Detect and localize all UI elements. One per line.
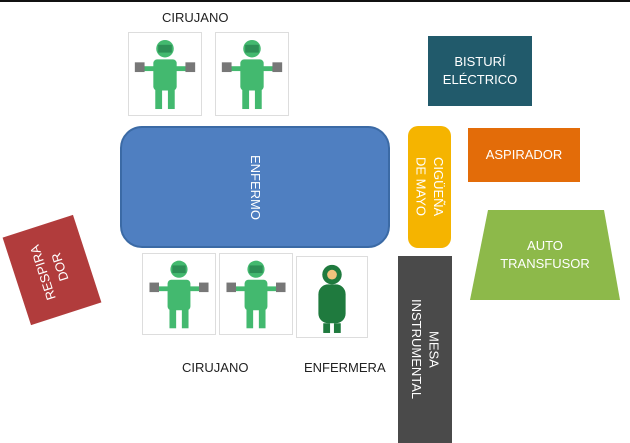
trapezoid-shape <box>470 210 620 300</box>
top-surgeon-right-figure <box>215 32 289 116</box>
mayo-stand-box: CIGÜEÑA DE MAYO <box>408 126 451 248</box>
autotransfusor-shape: AUTO TRANSFUSOR <box>470 210 620 300</box>
surgeon-icon <box>226 260 286 329</box>
respirator-box: RESPIRA DOR <box>2 214 102 326</box>
mayo-stand-label: CIGÜEÑA DE MAYO <box>413 157 447 217</box>
top-surgeon-left-figure <box>128 32 202 116</box>
nurse-label: ENFERMERA <box>304 360 386 375</box>
electric-scalpel-box: BISTURÍ ELÉCTRICO <box>428 36 532 106</box>
bottom-surgeon-right-figure <box>219 253 293 335</box>
autotransfusor-label: AUTO TRANSFUSOR <box>500 238 590 271</box>
patient-label: ENFERMO <box>247 154 263 220</box>
bottom-surgeon-label: CIRUJANO <box>182 360 249 375</box>
aspirator-box: ASPIRADOR <box>468 128 580 182</box>
respirator-label: RESPIRA DOR <box>27 243 72 303</box>
bottom-surgeon-left-figure <box>142 253 216 335</box>
nurse-icon <box>318 264 346 333</box>
instrument-table-label: MESA INSTRUMENTAL <box>409 299 442 400</box>
patient-bed: ENFERMO <box>120 126 390 248</box>
aspirator-label: ASPIRADOR <box>485 147 563 163</box>
nurse-figure <box>296 256 368 338</box>
top-surgeon-label: CIRUJANO <box>162 10 229 25</box>
electric-scalpel-label: BISTURÍ ELÉCTRICO <box>442 54 518 87</box>
surgeon-icon <box>149 260 209 329</box>
surgeon-icon <box>221 39 283 110</box>
surgeon-icon <box>134 39 196 110</box>
respirator-inner: RESPIRA DOR <box>3 215 102 325</box>
top-divider-line <box>0 0 630 2</box>
instrument-table-box: MESA INSTRUMENTAL <box>398 256 452 443</box>
